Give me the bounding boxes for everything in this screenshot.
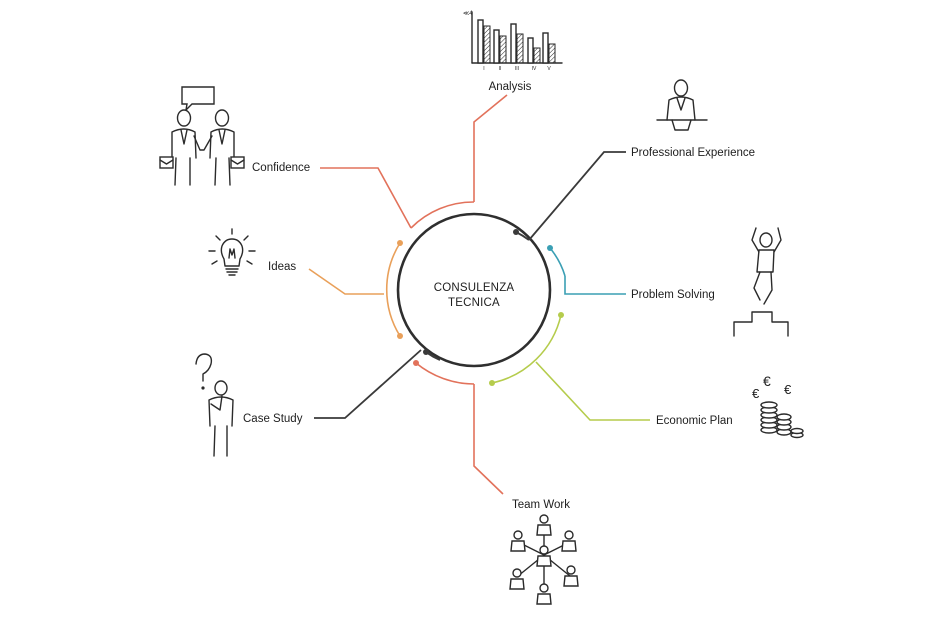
chart-axis-label-4: IV: [532, 66, 537, 72]
chart-axis-label-3: III: [515, 66, 519, 72]
node-label-team-work: Team Work: [512, 499, 570, 511]
handshake-speech-bubble-icon: [159, 86, 245, 186]
businessman-at-desk-icon: [656, 79, 708, 131]
svg-text:€: €: [752, 386, 760, 401]
node-label-analysis: Analysis: [489, 81, 532, 93]
connector-ideas: [308, 240, 403, 339]
svg-text:€: €: [763, 373, 771, 389]
light-bulb-icon: [208, 228, 256, 276]
connector-case-study: [314, 349, 441, 419]
team-member: [509, 568, 525, 590]
chart-axis-label-5: V: [547, 66, 551, 72]
center-node: CONSULENZA TECNICA: [396, 212, 552, 368]
node-label-professional-experience: Professional Experience: [631, 147, 755, 159]
center-title-line2: TECNICA: [448, 297, 500, 309]
node-label-problem-solving: Problem Solving: [631, 289, 715, 301]
thinking-man-question-icon: [195, 353, 234, 457]
node-label-economic-plan: Economic Plan: [656, 415, 733, 427]
connector-analysis: [320, 94, 508, 229]
connector-economic-plan: [489, 312, 650, 421]
connector-problem-solving: [547, 245, 626, 295]
node-label-case-study: Case Study: [243, 413, 303, 425]
team-member: [536, 583, 552, 605]
team-member: [536, 545, 552, 567]
node-label-confidence: Confidence: [252, 162, 310, 174]
chart-axis-label-2: II: [499, 66, 502, 72]
team-network-icon: [509, 514, 579, 605]
jumping-man-on-steps-icon: [733, 227, 789, 337]
team-member: [510, 530, 526, 552]
svg-text:€: €: [784, 382, 792, 397]
chart-axis-label-1: I: [483, 66, 484, 72]
center-title-line1: CONSULENZA: [434, 282, 515, 294]
node-label-ideas: Ideas: [268, 261, 296, 273]
connector-professional-experience: [513, 151, 626, 241]
team-member: [563, 565, 579, 587]
team-member: [536, 514, 552, 536]
bar-chart-icon: ≪4 I II III IV V: [463, 11, 563, 72]
svg-text:≪4: ≪4: [463, 11, 473, 17]
team-member: [561, 530, 577, 552]
euro-coins-icon: € € €: [752, 373, 804, 439]
connector-team-work: [413, 360, 504, 495]
